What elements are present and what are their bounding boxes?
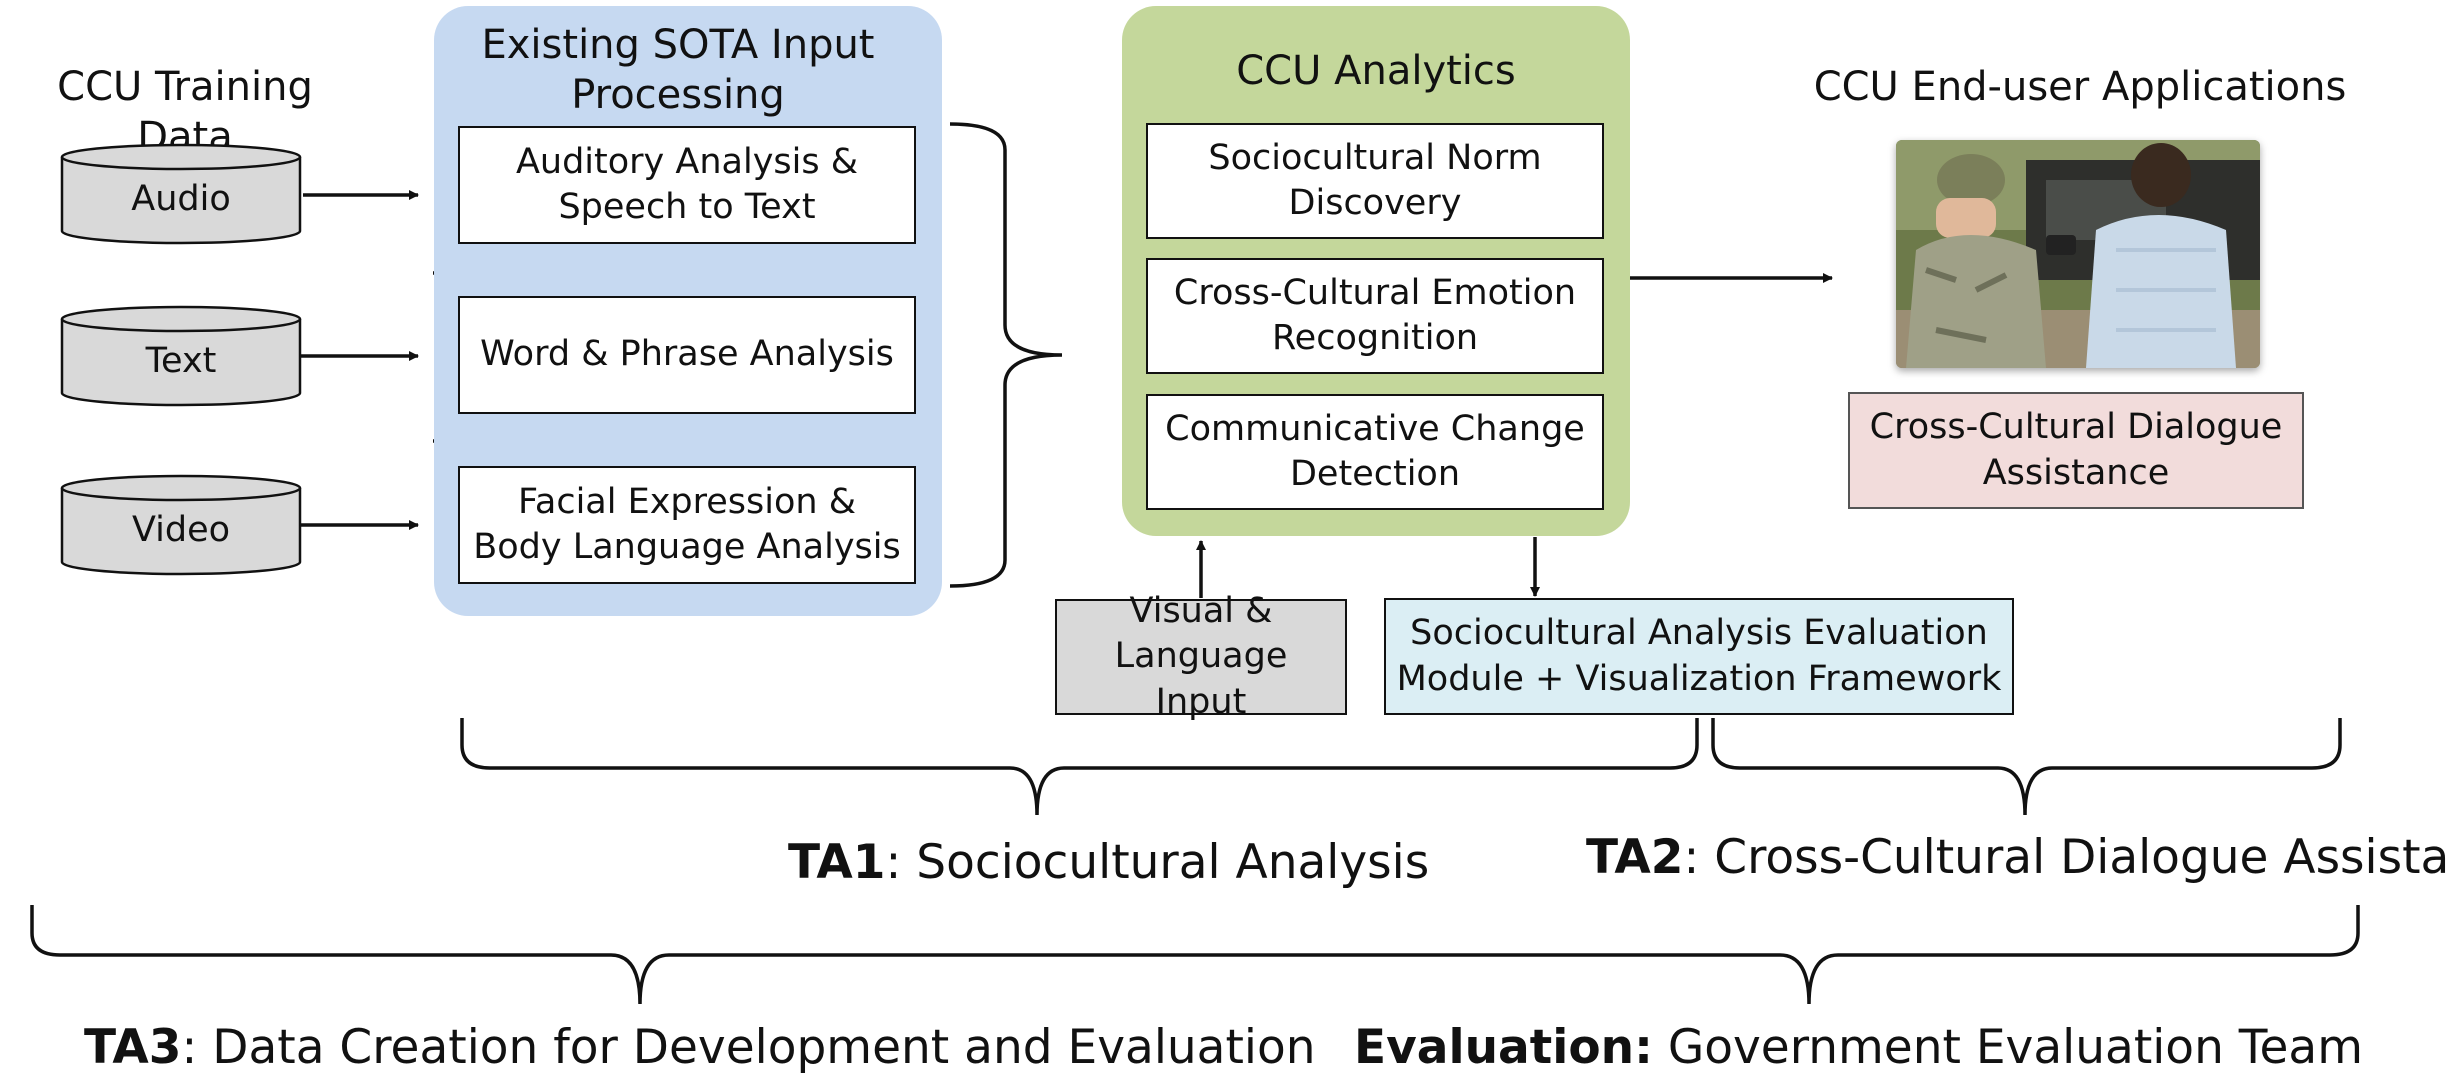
change-detection-box: Communicative Change Detection [1146,394,1604,510]
analytics-title: CCU Analytics [1236,48,1516,94]
bottom-brace [30,905,2360,1005]
text-cylinder: Text [60,305,302,407]
applications-title: CCU End-user Applications [1813,64,2347,110]
text-label: Text [145,341,217,381]
ta3-bold: TA3 [84,1020,182,1075]
ta1-bold: TA1 [788,835,886,890]
ta3-text: : Data Creation for Development and Eval… [181,1020,1316,1075]
evaluation-bold: Evaluation: [1354,1020,1653,1075]
visual-language-input-box: Visual & Language Input [1055,591,1347,722]
audio-cylinder: Audio [60,143,302,245]
evaluation-label: Evaluation: Government Evaluation Team [1354,1020,2363,1075]
word-phrase-box: Word & Phrase Analysis [458,296,916,414]
emotion-recognition-box: Cross-Cultural Emotion Recognition [1146,258,1604,374]
dialogue-assistance-box: Cross-Cultural Dialogue Assistance [1848,392,2304,509]
facial-expression-box: Facial Expression & Body Language Analys… [458,466,916,584]
ta2-bold: TA2 [1586,830,1684,885]
ta1-label: TA1: Sociocultural Analysis [788,835,1429,890]
video-label: Video [131,510,231,550]
ta2-brace [1711,718,2342,816]
ta2-text: : Cross-Cultural Dialogue Assistance [1683,830,2448,885]
evaluation-text: Government Evaluation Team [1652,1020,2364,1075]
training-title: CCU Training Data [57,64,313,160]
auditory-analysis-box: Auditory Analysis & Speech to Text [458,126,916,244]
soldier-interview-photo [1896,140,2260,368]
input-brace [949,122,1063,588]
ta3-label: TA3: Data Creation for Development and E… [84,1020,1316,1075]
evaluation-module-box: Sociocultural Analysis Evaluation Module… [1384,598,2014,715]
input-processing-title: Existing SOTA Input Processing [481,22,875,118]
video-cylinder: Video [60,474,302,576]
ta1-text: : Sociocultural Analysis [885,835,1430,890]
ta1-brace [460,718,1699,816]
norm-discovery-box: Sociocultural Norm Discovery [1146,123,1604,239]
ta2-label: TA2: Cross-Cultural Dialogue Assistance [1586,830,2448,885]
audio-label: Audio [131,179,231,219]
